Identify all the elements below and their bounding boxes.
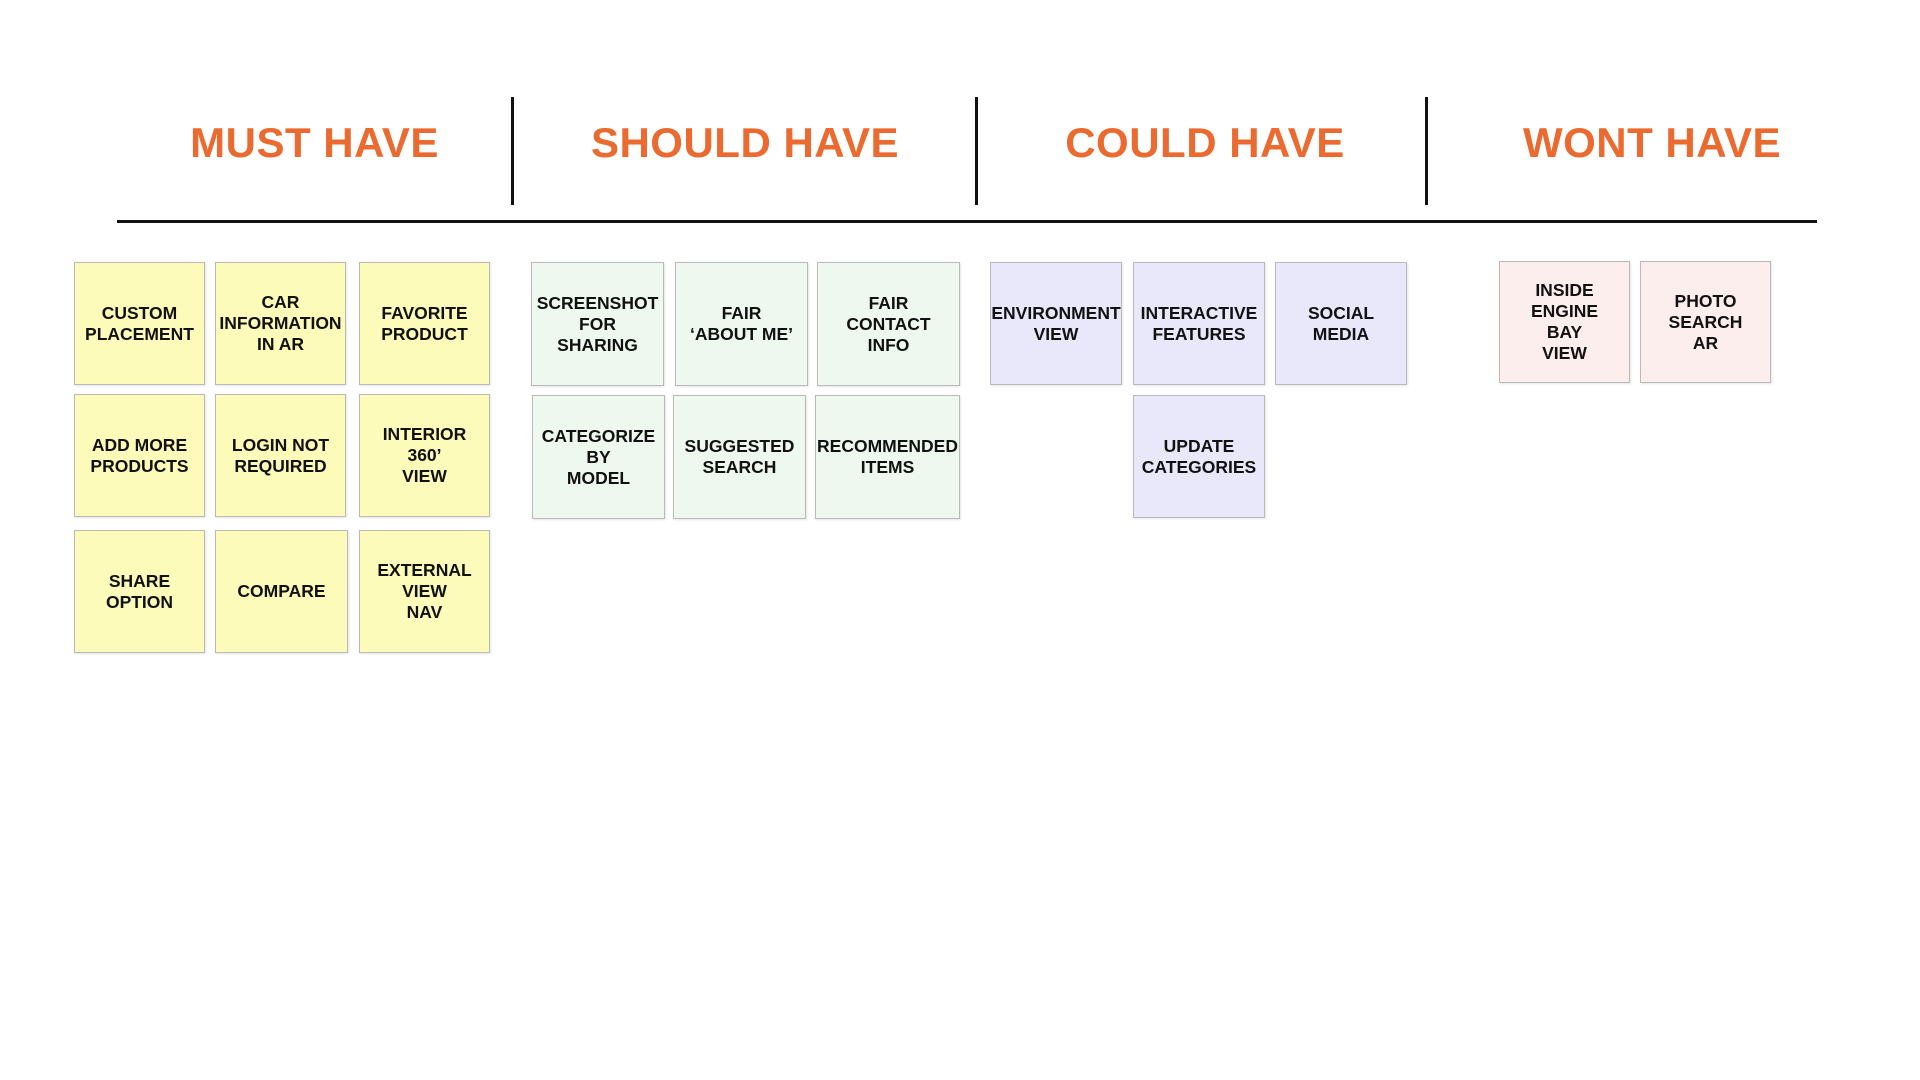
sticky-note-photo-search-ar[interactable]: PHOTO SEARCH AR xyxy=(1640,261,1771,383)
sticky-note-update-categories[interactable]: UPDATE CATEGORIES xyxy=(1133,395,1265,518)
sticky-note-recommended-items[interactable]: RECOMMENDED ITEMS xyxy=(815,395,960,519)
sticky-note-fair-about-me[interactable]: FAIR ‘ABOUT ME’ xyxy=(675,262,808,386)
sticky-note-compare[interactable]: COMPARE xyxy=(215,530,348,653)
sticky-note-share-option[interactable]: SHARE OPTION xyxy=(74,530,205,653)
sticky-note-environment-view[interactable]: ENVIRONMENT VIEW xyxy=(990,262,1122,385)
sticky-note-social-media[interactable]: SOCIAL MEDIA xyxy=(1275,262,1407,385)
sticky-note-inside-engine-bay-view[interactable]: INSIDE ENGINE BAY VIEW xyxy=(1499,261,1630,383)
sticky-note-suggested-search[interactable]: SUGGESTED SEARCH xyxy=(673,395,806,519)
column-divider xyxy=(511,97,514,205)
header-should-have: SHOULD HAVE xyxy=(590,119,900,166)
sticky-note-custom-placement[interactable]: CUSTOM PLACEMENT xyxy=(74,262,205,385)
column-divider xyxy=(975,97,978,205)
sticky-note-add-more-products[interactable]: ADD MORE PRODUCTS xyxy=(74,394,205,517)
header-wont-have: WONT HAVE xyxy=(1522,119,1782,166)
sticky-note-login-not-required[interactable]: LOGIN NOT REQUIRED xyxy=(215,394,346,517)
sticky-note-favorite-product[interactable]: FAVORITE PRODUCT xyxy=(359,262,490,385)
header-must-have: MUST HAVE xyxy=(190,119,439,166)
header-underline xyxy=(117,220,1817,223)
sticky-note-external-view-nav[interactable]: EXTERNAL VIEW NAV xyxy=(359,530,490,653)
sticky-note-interactive-features[interactable]: INTERACTIVE FEATURES xyxy=(1133,262,1265,385)
sticky-note-categorize-by-model[interactable]: CATEGORIZE BY MODEL xyxy=(532,395,665,519)
sticky-note-car-information-in-ar[interactable]: CAR INFORMATION IN AR xyxy=(215,262,346,385)
sticky-note-screenshot-for-sharing[interactable]: SCREENSHOT FOR SHARING xyxy=(531,262,664,386)
sticky-note-interior-360-view[interactable]: INTERIOR 360’ VIEW xyxy=(359,394,490,517)
sticky-note-fair-contact-info[interactable]: FAIR CONTACT INFO xyxy=(817,262,960,386)
header-could-have: COULD HAVE xyxy=(1065,119,1345,166)
column-divider xyxy=(1425,97,1428,205)
